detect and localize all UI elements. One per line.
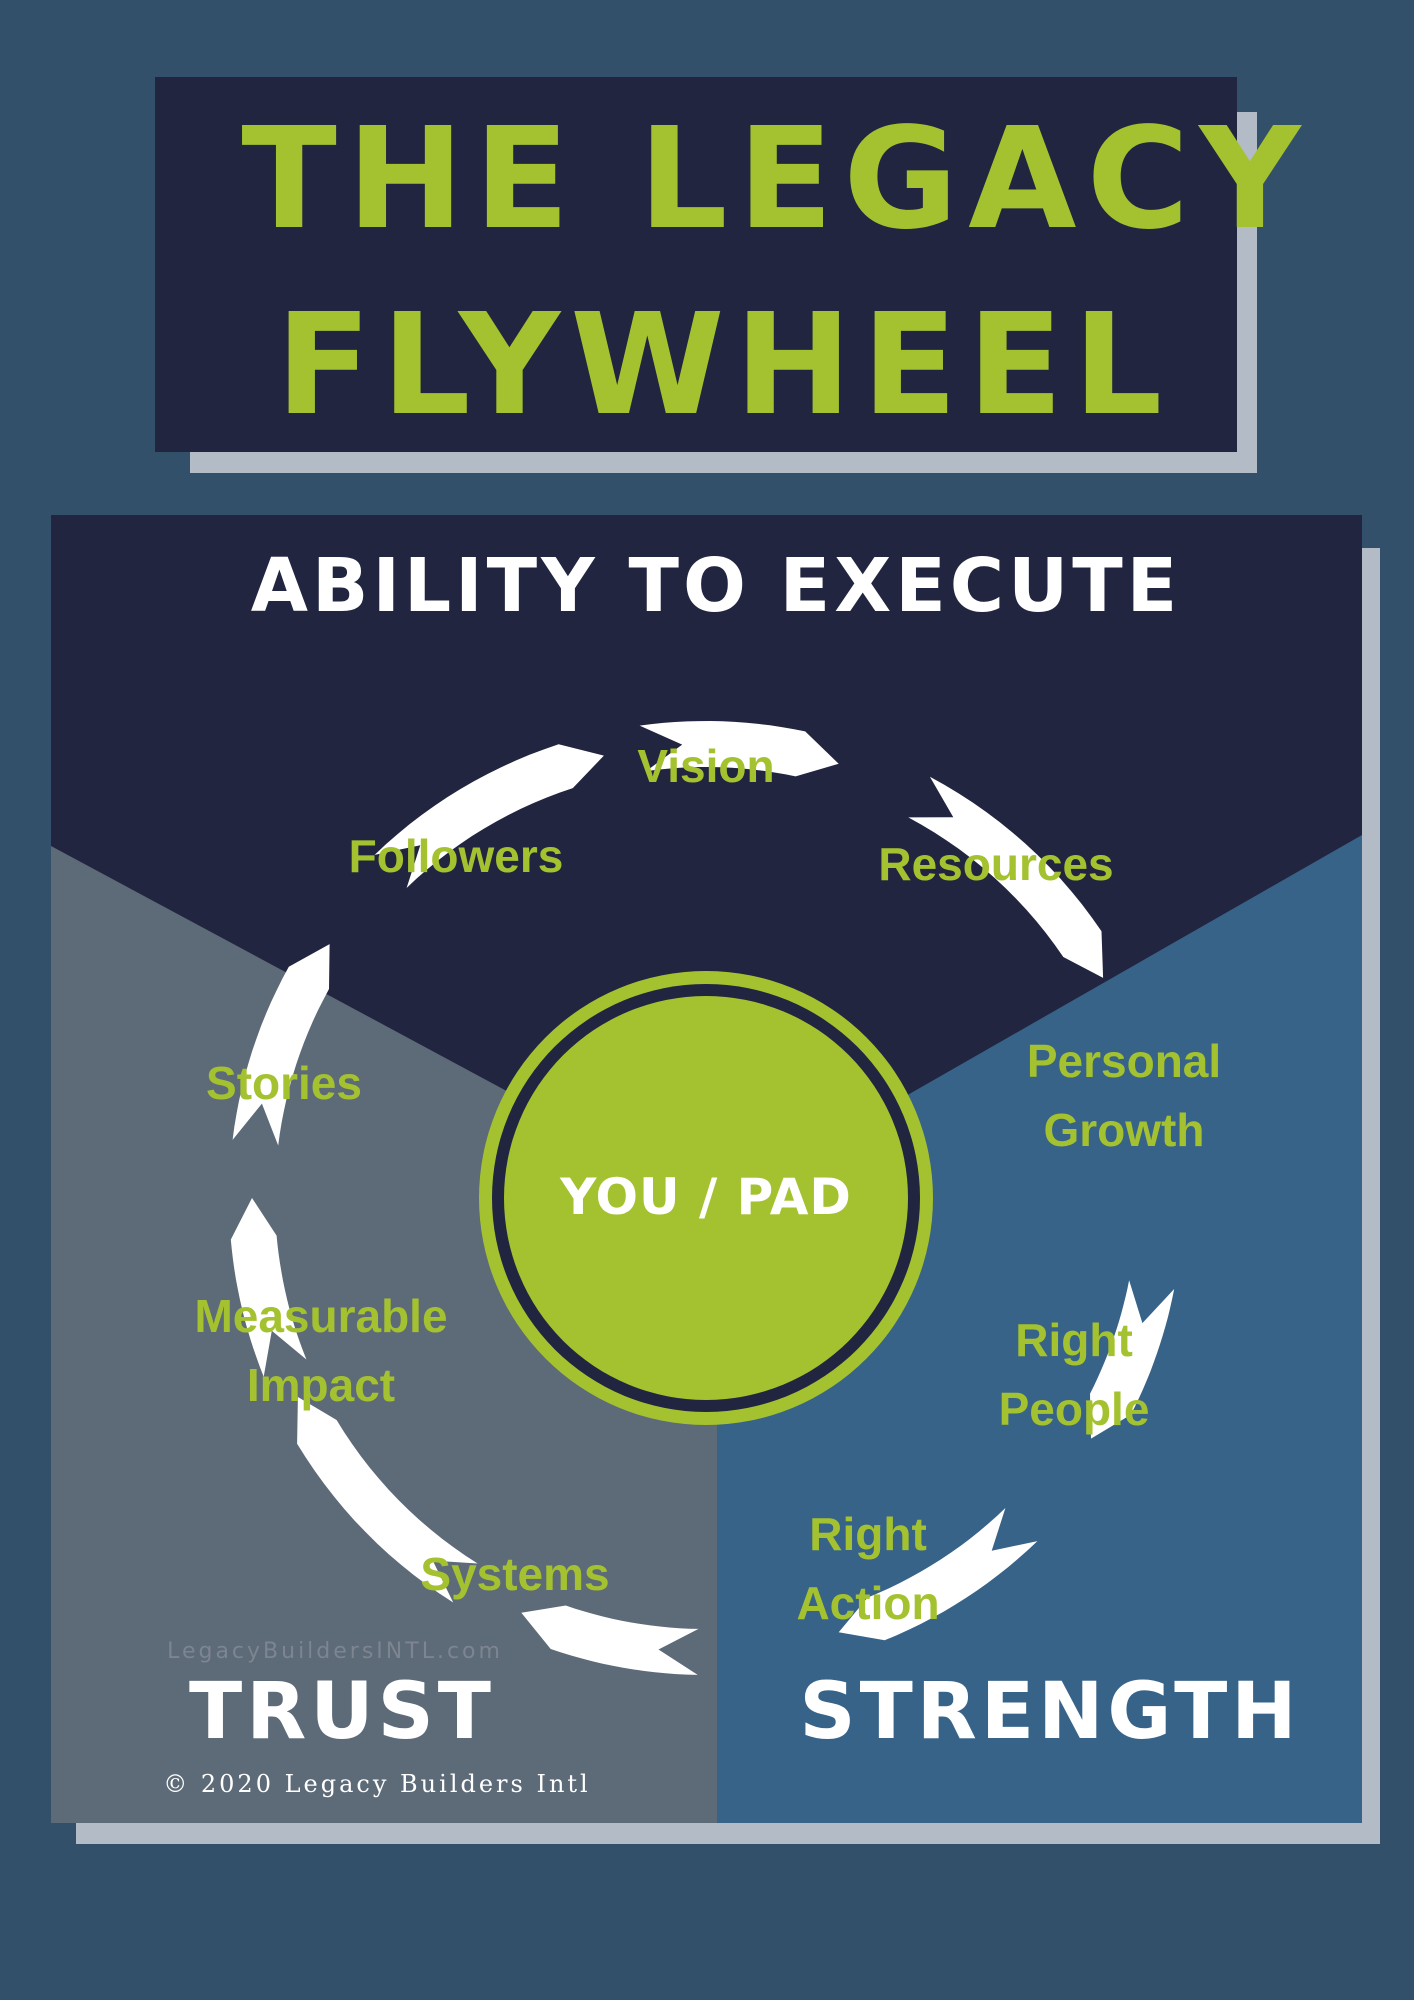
copyright-text: © 2020 Legacy Builders Intl	[163, 1770, 591, 1798]
cycle-node-line: Systems	[420, 1548, 610, 1600]
cycle-node-line: Right	[1015, 1314, 1133, 1366]
ability-heading: ABILITY TO EXECUTE	[250, 543, 1182, 629]
strength-label: STRENGTH	[799, 1667, 1301, 1757]
cycle-node-line: Followers	[348, 830, 564, 882]
cycle-node-line: Stories	[206, 1057, 362, 1109]
title-box	[155, 77, 1237, 452]
cycle-node-line: Vision	[637, 740, 775, 792]
website-watermark: LegacyBuildersINTL.com	[167, 1639, 503, 1664]
cycle-arrow	[1090, 1280, 1175, 1439]
cycle-node-line: Impact	[246, 1359, 396, 1411]
cycle-node-vision: Vision	[637, 732, 774, 801]
cycle-arrow	[297, 1397, 478, 1603]
cycle-arrow	[521, 1605, 699, 1675]
title-line-1: THE LEGACY	[241, 98, 1311, 261]
cycle-arrow	[230, 1198, 307, 1377]
cycle-node-line: Measurable	[194, 1290, 448, 1342]
center-label: YOU / PAD	[560, 1168, 852, 1226]
cycle-arrow	[838, 1508, 1038, 1641]
panel-blue-strength	[717, 835, 1362, 1823]
center-disc	[504, 996, 908, 1400]
panel-gray-trust	[51, 846, 717, 1823]
cycle-node-line: Right	[809, 1508, 927, 1560]
cycle-arrow	[232, 944, 330, 1146]
cycle-arrow	[374, 744, 604, 888]
cycle-arrow	[908, 776, 1104, 978]
cycle-node-systems: Systems	[420, 1540, 609, 1609]
cycle-node-resources: Resources	[878, 830, 1113, 899]
title-line-2: FLYWHEEL	[275, 284, 1173, 447]
cycle-node-followers: Followers	[349, 822, 564, 891]
cycle-arrows	[230, 721, 1175, 1675]
cycle-node-line: Resources	[878, 838, 1114, 890]
cycle-node-line: Growth	[1043, 1104, 1205, 1156]
cycle-node-line: Personal	[1026, 1035, 1222, 1087]
cycle-node-stories: Stories	[206, 1049, 362, 1118]
cycle-arrow	[639, 721, 839, 777]
cycle-node-line: Action	[796, 1577, 940, 1629]
cycle-node-line: People	[998, 1383, 1150, 1435]
trust-label: TRUST	[189, 1667, 495, 1757]
